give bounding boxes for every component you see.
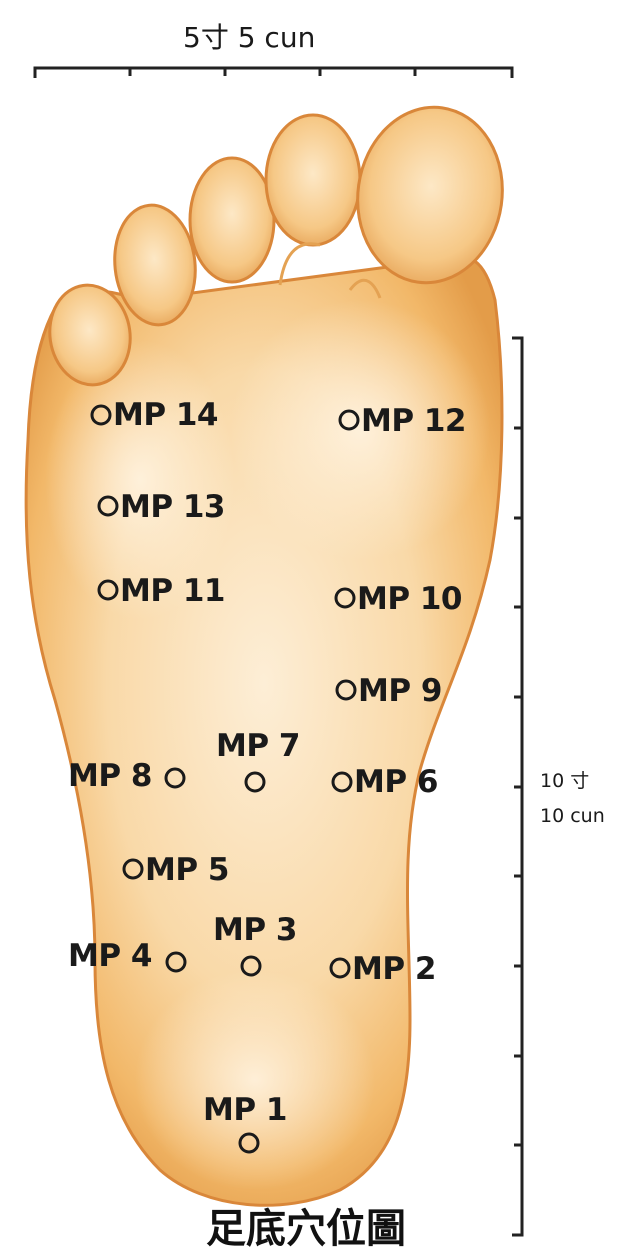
point-label-mp14: MP 14	[113, 397, 218, 433]
point-label-mp6: MP 6	[354, 764, 438, 800]
second-toe	[266, 115, 360, 245]
foot-shape	[26, 98, 513, 1205]
third-toe	[190, 158, 274, 282]
point-label-mp1: MP 1	[203, 1092, 287, 1128]
point-label-mp4: MP 4	[68, 938, 152, 974]
diagram-caption: 足底穴位圖	[206, 1205, 406, 1252]
point-label-mp13: MP 13	[120, 489, 225, 525]
point-label-mp2: MP 2	[352, 951, 436, 987]
heel-pad-highlight	[135, 970, 375, 1190]
point-label-mp10: MP 10	[357, 581, 462, 617]
point-label-mp12: MP 12	[361, 403, 466, 439]
big-toe	[346, 98, 513, 292]
top-scale-bar	[35, 68, 512, 78]
point-label-mp11: MP 11	[120, 573, 225, 609]
point-label-mp3: MP 3	[213, 912, 297, 948]
top-scale: 5寸 5 cun	[35, 21, 512, 78]
side-scale: 10 寸 10 cun	[512, 338, 605, 1235]
point-label-mp5: MP 5	[145, 852, 229, 888]
point-label-mp9: MP 9	[358, 673, 442, 709]
side-scale-label-line1: 10 寸	[540, 770, 589, 792]
point-label-mp7: MP 7	[216, 728, 300, 764]
top-scale-label: 5寸 5 cun	[183, 21, 315, 54]
point-label-mp8: MP 8	[68, 758, 152, 794]
side-scale-label-line2: 10 cun	[540, 805, 605, 827]
